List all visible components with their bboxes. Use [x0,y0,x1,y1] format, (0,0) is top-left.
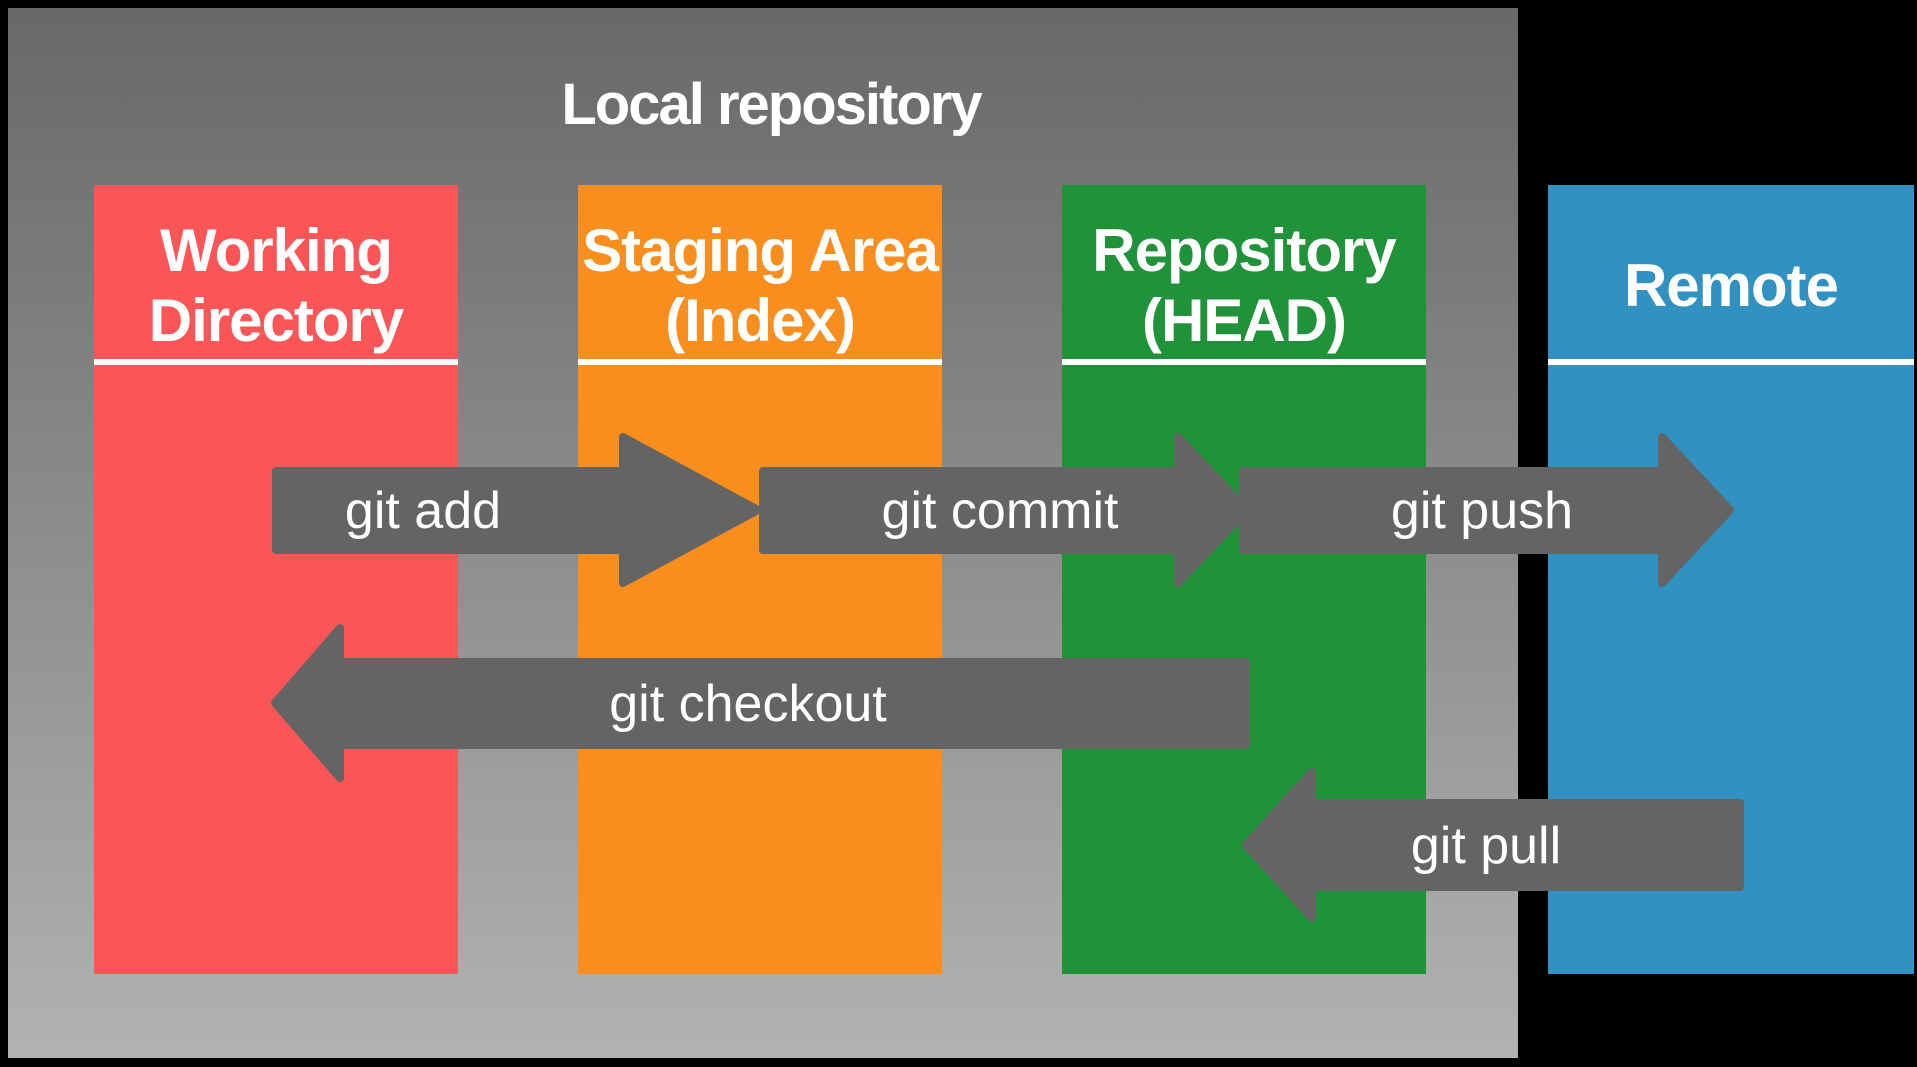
git-commit-label: git commit [881,482,1119,540]
title-underline [94,359,458,365]
column-title-line: Remote [1623,252,1839,319]
column-title-line: Staging Area [582,217,939,284]
title-underline [1062,359,1426,365]
column-title-staging-area: Staging Area (Index) [578,185,942,373]
title-underline [1548,359,1914,365]
column-title-repository-head: Repository (HEAD) [1062,185,1426,373]
column-title-working-directory: Working Directory [94,185,458,373]
column-repository-head: Repository (HEAD) [1062,185,1426,974]
column-title-line: Working [160,217,393,284]
title-underline [578,359,942,365]
column-title-line: (HEAD) [1142,287,1347,354]
git-push-label: git push [1390,482,1574,540]
local-repository-title: Local repository [561,72,982,137]
git-pull-label: git pull [1410,817,1562,875]
column-title-line: (Index) [665,287,856,354]
column-title-line: Repository [1092,217,1396,284]
column-remote: Remote [1548,185,1914,974]
column-working-directory: Working Directory [94,185,458,974]
column-title-remote: Remote [1548,185,1914,373]
column-title-line: Directory [148,287,404,354]
git-checkout-label: git checkout [609,675,887,733]
column-staging-area: Staging Area (Index) [578,185,942,974]
git-add-label: git add [344,482,502,540]
